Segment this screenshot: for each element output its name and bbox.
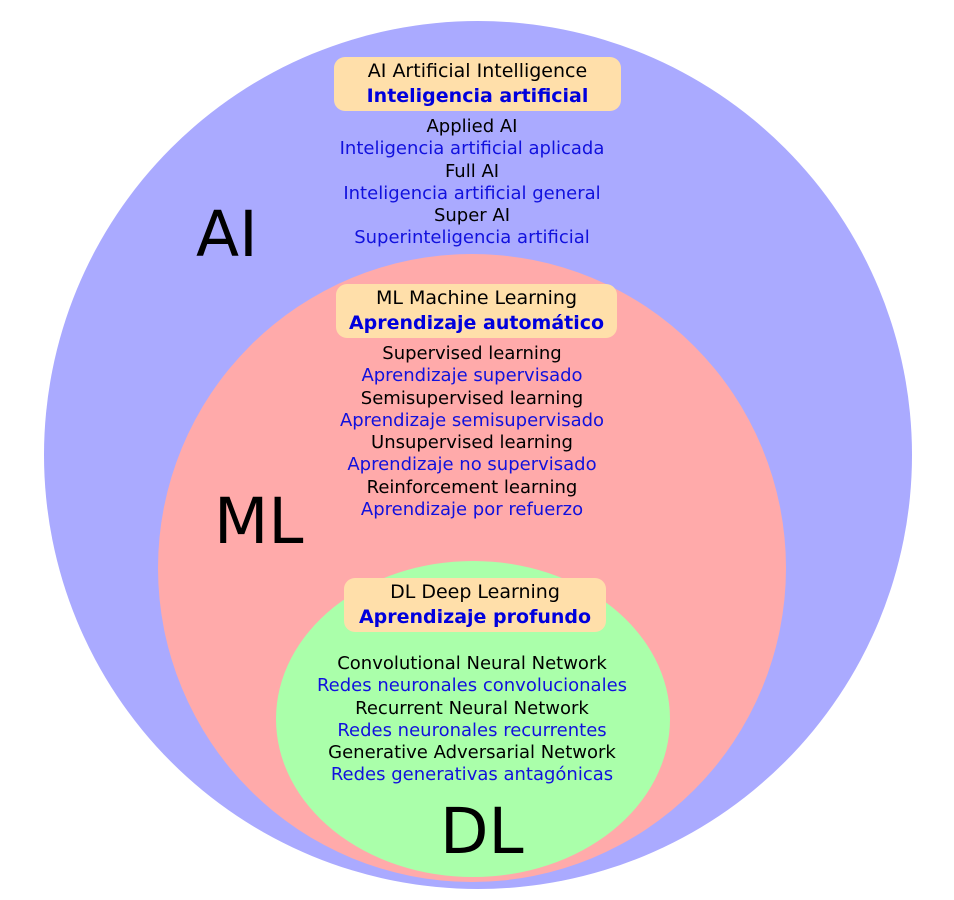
ai-item-english: Full AI [444, 160, 500, 182]
ml-item-spanish: Aprendizaje supervisado [361, 365, 583, 387]
dl-big-label: DL [440, 795, 524, 868]
ml-big-label: ML [214, 485, 304, 558]
ml-item-spanish: Aprendizaje no supervisado [347, 454, 597, 476]
dl-item-list: Convolutional Neural Network Redes neuro… [272, 653, 672, 787]
ai-title-spanish: Inteligencia artificial [366, 85, 589, 107]
ai-item-spanish: Inteligencia artificial general [343, 182, 601, 204]
dl-item-english: Recurrent Neural Network [355, 697, 589, 719]
ml-title-spanish: Aprendizaje automático [348, 312, 605, 334]
ai-title-box: AI Artificial Intelligence Inteligencia … [334, 57, 621, 111]
dl-item-english: Generative Adversarial Network [328, 742, 616, 764]
ai-title-english: AI Artificial Intelligence [367, 60, 588, 82]
ai-item-spanish: Inteligencia artificial aplicada [339, 138, 605, 160]
ml-title-box: ML Machine Learning Aprendizaje automáti… [336, 284, 617, 338]
dl-item-spanish: Redes generativas antagónicas [330, 764, 614, 786]
ml-item-spanish: Aprendizaje por refuerzo [360, 499, 584, 521]
ml-item-list: Supervised learning Aprendizaje supervis… [272, 343, 672, 521]
ai-big-label: AI [196, 198, 258, 271]
dl-title-english: DL Deep Learning [390, 581, 560, 603]
ai-item-spanish: Superinteligencia artificial [354, 227, 590, 249]
ml-item-spanish: Aprendizaje semisupervisado [339, 409, 605, 431]
ai-item-english: Super AI [433, 205, 511, 227]
ml-title-english: ML Machine Learning [375, 287, 578, 309]
ml-item-english: Unsupervised learning [371, 432, 573, 454]
dl-item-spanish: Redes neuronales recurrentes [337, 719, 607, 741]
ai-item-list: Applied AI Inteligencia artificial aplic… [272, 116, 672, 250]
dl-title-box: DL Deep Learning Aprendizaje profundo [344, 578, 606, 632]
ml-item-english: Semisupervised learning [360, 387, 584, 409]
ai-item-english: Applied AI [426, 116, 518, 137]
ml-item-english: Reinforcement learning [366, 476, 578, 498]
dl-item-spanish: Redes neuronales convolucionales [316, 675, 628, 697]
dl-item-english: Convolutional Neural Network [337, 653, 607, 674]
dl-title-spanish: Aprendizaje profundo [358, 606, 592, 628]
ml-item-english: Supervised learning [382, 343, 562, 364]
